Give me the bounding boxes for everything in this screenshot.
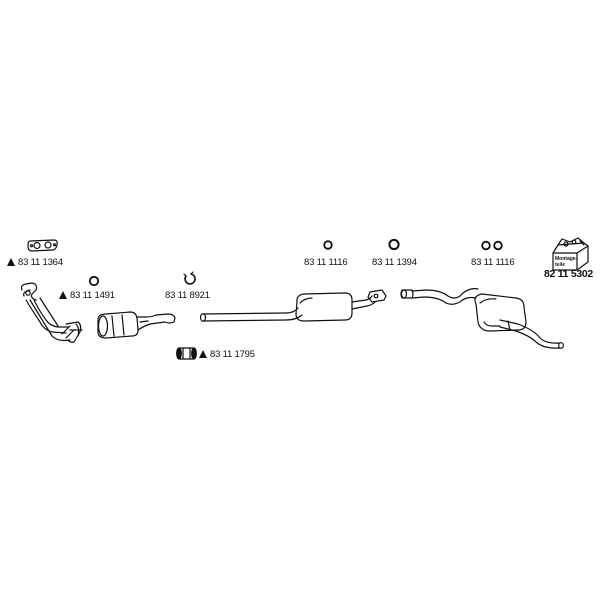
warning-triangle-icon — [7, 258, 15, 266]
part-label-gasket-front: 83 11 1364 — [7, 257, 63, 268]
middle-muffler-icon — [199, 289, 387, 322]
mounting-kit-box-text: Montage-teile — [555, 256, 578, 268]
seal-ring-icon — [388, 238, 400, 251]
seal-ring-icon — [493, 240, 503, 251]
rear-muffler-icon — [400, 288, 564, 349]
part-label-sleeve-clamp: 83 11 1795 — [199, 349, 255, 360]
clamp-ring-icon — [183, 271, 196, 285]
part-label-clamp-ring: 83 11 8921 — [165, 290, 210, 301]
warning-triangle-icon — [59, 291, 67, 299]
part-label-ring-rear-single: 83 11 1394 — [372, 257, 417, 268]
part-label-mounting-kit: 82 11 5302 — [544, 268, 593, 280]
sleeve-clamp-icon — [176, 347, 197, 360]
part-label-ring-front: 83 11 1491 — [59, 290, 115, 301]
seal-ring-icon — [88, 275, 100, 287]
gasket-icon — [27, 239, 58, 252]
front-pipe-icon — [20, 282, 83, 343]
part-label-ring-middle: 83 11 1116 — [304, 257, 348, 268]
seal-ring-icon — [481, 240, 491, 251]
mounting-kit-box-icon — [552, 237, 589, 271]
catalytic-converter-icon — [97, 311, 176, 339]
seal-ring-icon — [323, 240, 333, 250]
warning-triangle-icon — [199, 350, 207, 358]
part-label-ring-rear-pair: 83 11 1116 — [471, 257, 515, 268]
